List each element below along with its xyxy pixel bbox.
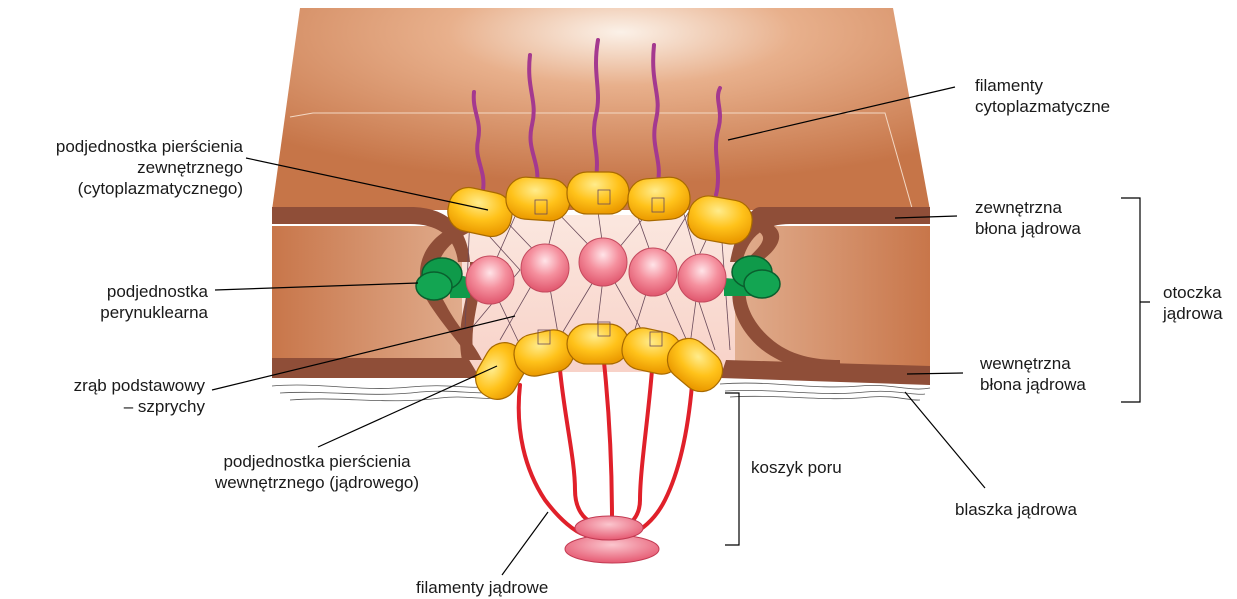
label-line: filamenty <box>975 75 1110 96</box>
label-line: wewnętrznego (jądrowego) <box>183 472 451 493</box>
label-line: perynuklearna <box>100 302 208 323</box>
label-outer-membrane: zewnętrzna błona jądrowa <box>975 197 1081 239</box>
label-line: otoczka <box>1163 282 1223 303</box>
label-inner-ring-subunit: podjednostka pierścienia wewnętrznego (j… <box>183 451 451 493</box>
nuclear-envelope-bracket <box>1121 198 1150 402</box>
label-line: podjednostka pierścienia <box>56 136 243 157</box>
leader-nuclear-lamina <box>905 392 985 488</box>
label-inner-membrane: wewnętrzna błona jądrowa <box>980 353 1086 395</box>
label-pore-basket: koszyk poru <box>751 457 842 478</box>
label-nuclear-lamina: blaszka jądrowa <box>955 499 1077 520</box>
label-line: zewnętrznego <box>56 157 243 178</box>
leader-inner-ring <box>318 366 497 447</box>
label-line: cytoplazmatyczne <box>975 96 1110 117</box>
label-line: zewnętrzna <box>975 197 1081 218</box>
label-line: jądrowa <box>1163 303 1223 324</box>
basket-ring <box>565 516 659 563</box>
pore-basket-bracket <box>725 393 739 545</box>
label-line: (cytoplazmatycznego) <box>56 178 243 199</box>
label-line: błona jądrowa <box>980 374 1086 395</box>
label-line: podjednostka <box>100 281 208 302</box>
leader-nuclear-filaments <box>502 512 548 575</box>
label-line: – szprychy <box>74 396 205 417</box>
label-perinuclear-subunit: podjednostka perynuklearna <box>100 281 208 323</box>
label-line: błona jądrowa <box>975 218 1081 239</box>
nuclear-lamina <box>272 383 930 401</box>
label-spokes: zrąb podstawowy – szprychy <box>74 375 205 417</box>
nuclear-filaments <box>519 362 692 535</box>
label-line: wewnętrzna <box>980 353 1086 374</box>
label-cytoplasmic-filaments: filamenty cytoplazmatyczne <box>975 75 1110 117</box>
label-outer-ring-subunit: podjednostka pierścienia zewnętrznego (c… <box>56 136 243 199</box>
label-line: podjednostka pierścienia <box>183 451 451 472</box>
label-nuclear-envelope: otoczka jądrowa <box>1163 282 1223 324</box>
label-line: zrąb podstawowy <box>74 375 205 396</box>
label-nuclear-filaments: filamenty jądrowe <box>416 577 548 598</box>
